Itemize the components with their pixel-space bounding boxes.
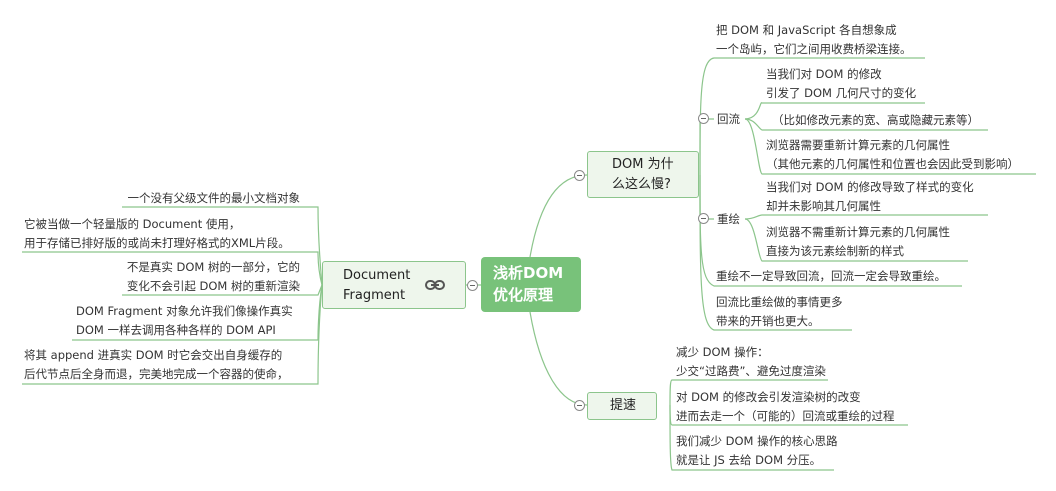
repaint-label: 重绘 bbox=[717, 212, 740, 226]
left-item-2-line1: 它被当做一个轻量版的 Document 使用， bbox=[24, 217, 241, 231]
collapse-repaint-toggle[interactable] bbox=[698, 213, 709, 224]
speed-item-1-line2: 少交“过路费”、避免过度渲染 bbox=[676, 364, 826, 378]
speed-item-3: 我们减少 DOM 操作的核心思路 就是让 JS 去给 DOM 分压。 bbox=[676, 432, 838, 470]
topic-why-dom-slow-line1: DOM 为什 bbox=[612, 157, 674, 172]
topic-why-dom-slow[interactable]: DOM 为什 么这么慢? bbox=[587, 151, 699, 198]
speed-item-3-line1: 我们减少 DOM 操作的核心思路 bbox=[676, 434, 838, 448]
note-repaint-reflow: 重绘不一定导致回流，回流一定会导致重绘。 bbox=[716, 267, 946, 286]
speed-item-2-line2: 进而去走一个（可能的）回流或重绘的过程 bbox=[676, 409, 895, 423]
repaint-item-1-line1: 当我们对 DOM 的修改导致了样式的变化 bbox=[766, 180, 974, 194]
reflow-item-1-line1: 当我们对 DOM 的修改 bbox=[766, 67, 882, 81]
repaint-item-1: 当我们对 DOM 的修改导致了样式的变化 却并未影响其几何属性 bbox=[766, 178, 974, 216]
left-item-3-line1: 不是真实 DOM 树的一部分，它的 bbox=[126, 260, 300, 274]
left-item-4-line2: DOM 一样去调用各种各样的 DOM API bbox=[76, 323, 276, 337]
left-item-2-line2: 用于存储已排好版的或尚未打理好格式的XML片段。 bbox=[24, 236, 290, 250]
note-reflow-cost-line1: 回流比重绘做的事情更多 bbox=[716, 295, 843, 309]
reflow-item-1-line2: 引发了 DOM 几何尺寸的变化 bbox=[766, 86, 917, 100]
left-item-4-line1: DOM Fragment 对象允许我们像操作真实 bbox=[76, 304, 293, 318]
reflow-item-2-line1: （比如修改元素的宽、高或隐藏元素等） bbox=[772, 113, 979, 127]
collapse-left-toggle[interactable] bbox=[467, 280, 478, 291]
topic-speed-up[interactable]: 提速 bbox=[587, 392, 657, 420]
speed-item-1: 减少 DOM 操作： 少交“过路费”、避免过度渲染 bbox=[676, 343, 826, 381]
note-reflow-cost-line2: 带来的开销也更大。 bbox=[716, 314, 820, 328]
root-title-line1: 浅析DOM bbox=[493, 264, 564, 282]
speed-item-1-line1: 减少 DOM 操作： bbox=[676, 345, 769, 359]
repaint-item-1-line2: 却并未影响其几何属性 bbox=[766, 199, 881, 213]
note-repaint-reflow-line1: 重绘不一定导致回流，回流一定会导致重绘。 bbox=[716, 269, 946, 283]
intro-line2: 一个岛屿，它们之间用收费桥梁连接。 bbox=[716, 42, 912, 56]
left-item-1-line1: 一个没有父级文件的最小文档对象 bbox=[127, 191, 301, 205]
root-node[interactable]: 浅析DOM 优化原理 bbox=[481, 257, 581, 312]
intro-line1: 把 DOM 和 JavaScript 各自想象成 bbox=[716, 23, 897, 37]
speed-item-2: 对 DOM 的修改会引发渲染树的改变 进而去走一个（可能的）回流或重绘的过程 bbox=[676, 388, 895, 426]
reflow-item-3-line1: 浏览器需要重新计算元素的几何属性 bbox=[766, 138, 950, 152]
topic-document-fragment-line1: Document bbox=[343, 268, 411, 283]
left-item-5-line2: 后代节点后全身而退，完美地完成一个容器的使命， bbox=[24, 367, 289, 381]
reflow-item-1: 当我们对 DOM 的修改 引发了 DOM 几何尺寸的变化 bbox=[766, 65, 916, 103]
topic-why-dom-slow-line2: 么这么慢? bbox=[612, 177, 671, 192]
topic-document-fragment[interactable]: Document Fragment bbox=[322, 261, 466, 309]
left-item-5-line1: 将其 append 进真实 DOM 时它会交出自身缓存的 bbox=[24, 348, 283, 362]
repaint-item-2-line1: 浏览器不需重新计算元素的几何属性 bbox=[766, 225, 950, 239]
left-item-3-line2: 变化不会引起 DOM 树的重新渲染 bbox=[126, 279, 300, 293]
link-icon bbox=[425, 280, 445, 290]
repaint-item-2-line2: 直接为该元素绘制新的样式 bbox=[766, 244, 904, 258]
left-item-1: 一个没有父级文件的最小文档对象 bbox=[120, 189, 301, 208]
intro-text: 把 DOM 和 JavaScript 各自想象成 一个岛屿，它们之间用收费桥梁连… bbox=[716, 21, 912, 59]
repaint-item-2: 浏览器不需重新计算元素的几何属性 直接为该元素绘制新的样式 bbox=[766, 223, 950, 261]
note-reflow-cost: 回流比重绘做的事情更多 带来的开销也更大。 bbox=[716, 293, 843, 331]
reflow-item-2: （比如修改元素的宽、高或隐藏元素等） bbox=[772, 111, 979, 130]
topic-document-fragment-line2: Fragment bbox=[343, 288, 406, 303]
topic-speed-up-label: 提速 bbox=[610, 398, 637, 413]
collapse-speed-up-toggle[interactable] bbox=[574, 400, 585, 411]
left-item-3: 不是真实 DOM 树的一部分，它的 变化不会引起 DOM 树的重新渲染 bbox=[100, 258, 300, 296]
speed-item-3-line2: 就是让 JS 去给 DOM 分压。 bbox=[676, 453, 822, 467]
collapse-why-dom-slow-toggle[interactable] bbox=[574, 170, 585, 181]
collapse-reflow-toggle[interactable] bbox=[698, 113, 709, 124]
reflow-item-3-line2: （其他元素的几何属性和位置也会因此受到影响） bbox=[766, 157, 1019, 171]
reflow-item-3: 浏览器需要重新计算元素的几何属性 （其他元素的几何属性和位置也会因此受到影响） bbox=[766, 136, 1019, 174]
left-item-5: 将其 append 进真实 DOM 时它会交出自身缓存的 后代节点后全身而退，完… bbox=[24, 346, 289, 384]
reflow-label: 回流 bbox=[717, 112, 740, 126]
left-item-2: 它被当做一个轻量版的 Document 使用， 用于存储已排好版的或尚未打理好格… bbox=[24, 215, 290, 253]
root-title-line2: 优化原理 bbox=[493, 286, 554, 304]
left-item-4: DOM Fragment 对象允许我们像操作真实 DOM 一样去调用各种各样的 … bbox=[76, 302, 293, 340]
speed-item-2-line1: 对 DOM 的修改会引发渲染树的改变 bbox=[676, 390, 861, 404]
